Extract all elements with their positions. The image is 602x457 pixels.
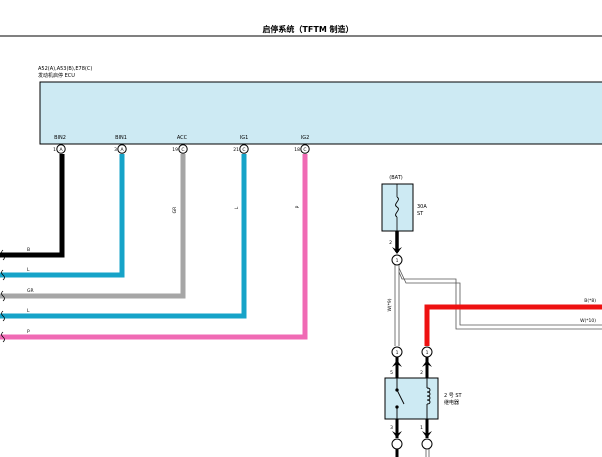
pin-label-acc: ACC	[177, 135, 188, 141]
pin-number-bin1: 3	[114, 147, 117, 153]
relay-pin-left: 5	[390, 370, 393, 376]
pin-label-ig2: IG2	[301, 135, 310, 141]
wire-code-gr: GR	[27, 288, 34, 294]
pin-connector-bin2: A	[59, 147, 63, 153]
fuse-rating: 30A	[417, 204, 427, 210]
pin-label-ig1: IG1	[240, 135, 249, 141]
wire-code-l1: L	[27, 267, 30, 273]
wire-ig1-blue	[0, 154, 247, 319]
vertical-label-p: P	[295, 205, 301, 208]
arrow-down-icon	[422, 431, 432, 438]
arrow-down-icon	[392, 247, 402, 254]
wire-acc-gray	[0, 154, 186, 299]
bottom-pin-right: 1	[420, 425, 423, 431]
bottom-pin-left: 3	[390, 425, 393, 431]
pin-circle-ig1	[239, 144, 249, 154]
white-wire-group	[394, 265, 602, 346]
relay-pin-right: 2	[420, 370, 423, 376]
junction-2-right-pin: 1	[426, 350, 429, 356]
junction-connector-1	[391, 254, 403, 266]
right-wire-label-red: B(*8)	[584, 298, 596, 304]
wire-break-marks	[1, 249, 5, 343]
fuse-icon	[395, 196, 399, 218]
fuse-source-label: (BAT)	[389, 175, 402, 181]
arrow-down-icon	[392, 431, 402, 438]
fuse-pin: 2	[389, 240, 392, 246]
pin-number-bin2: 1	[53, 147, 56, 153]
pin-label-bin2: BIN2	[54, 135, 66, 141]
pin-circle-bin2	[56, 144, 66, 154]
pin-number-ig1: 21	[233, 147, 239, 153]
ecu-connector-codes: A52(A),A53(B),E78(C)	[38, 66, 92, 72]
pin-connectors	[56, 144, 310, 154]
relay-box	[384, 377, 439, 420]
pin-circle-ig2	[300, 144, 310, 154]
junction-connector-3-left	[391, 438, 403, 450]
wire-red	[424, 304, 602, 346]
wire-bin1-blue	[0, 154, 125, 278]
junction-connector-3-right	[421, 438, 433, 450]
page-title: 启停系统（TFTM 制造）	[262, 24, 353, 34]
junction-2-left-pin: 1	[396, 350, 399, 356]
pin-connector-bin1: A	[120, 147, 124, 153]
pin-connector-acc: C	[181, 147, 184, 153]
wire-code-l2: L	[27, 308, 30, 314]
pin-connector-ig2: C	[303, 147, 306, 153]
ecu-name: 发动机启停 ECU	[38, 72, 75, 79]
wire-ig2-pink	[0, 154, 308, 340]
right-wire-label-white: W(*10)	[580, 318, 596, 324]
relay-name-line1: 2 号 ST	[444, 393, 463, 399]
pin-circle-bin1	[117, 144, 127, 154]
relay-switch-icon	[395, 378, 405, 419]
wire-code-b: B	[27, 247, 30, 253]
pin-label-bin1: BIN1	[115, 135, 127, 141]
arrow-up-icon	[392, 360, 402, 367]
wire-bin2-black	[0, 154, 65, 258]
branch-wire-label: W(*9)	[387, 298, 393, 311]
relay-coil-icon	[426, 378, 431, 419]
junction-1-pin: 1	[396, 258, 399, 264]
pin-number-ig2: 18	[294, 147, 300, 153]
ecu-box	[39, 81, 602, 145]
pin-number-acc: 19	[172, 147, 178, 153]
relay-name-line2: 继电器	[444, 399, 459, 406]
pin-connector-ig1: C	[242, 147, 245, 153]
fuse-name: ST	[417, 211, 424, 217]
arrow-up-icon	[422, 360, 432, 367]
pin-circle-acc	[178, 144, 188, 154]
vertical-label-l: L	[234, 206, 240, 209]
wire-code-p: P	[27, 329, 30, 335]
vertical-label-gr: GR	[172, 207, 178, 214]
